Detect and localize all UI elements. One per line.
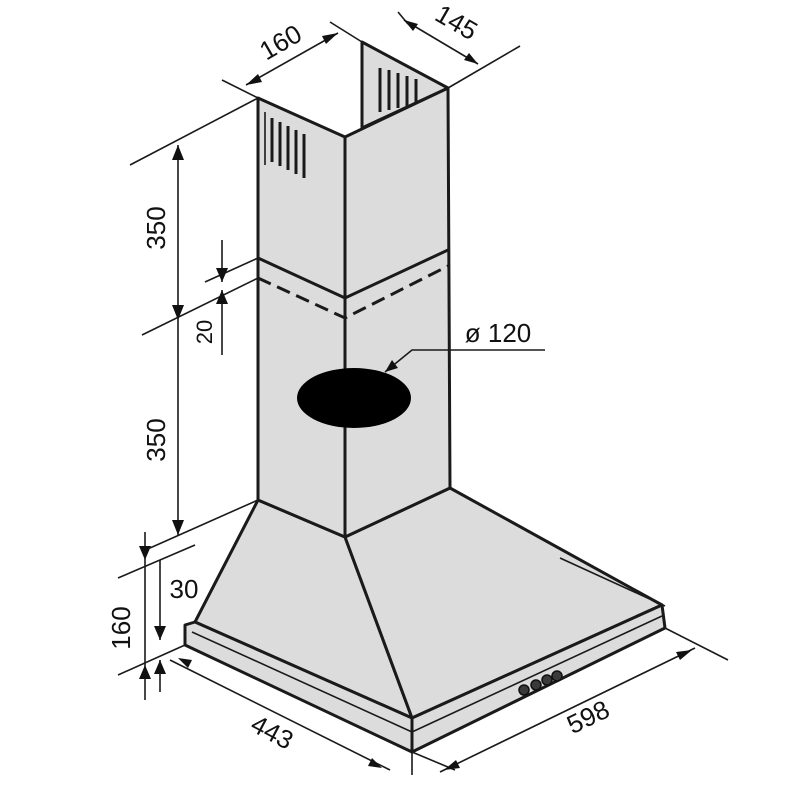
chimney-joint-dashed	[257, 264, 449, 320]
dim-hood-height: 160	[106, 606, 136, 649]
button-1	[518, 684, 530, 696]
dim-hood-width: 598	[562, 694, 614, 740]
rim-line-left	[191, 631, 413, 733]
control-buttons	[518, 670, 563, 696]
canopy-top-edge	[559, 557, 666, 607]
button-3	[541, 674, 553, 686]
dim-hood-depth: 443	[246, 709, 298, 756]
rim-line-right	[411, 615, 663, 733]
vent-slots-front	[270, 118, 306, 178]
dim-overlap: 20	[192, 320, 217, 344]
chimney-left-face	[256, 96, 347, 539]
air-outlet	[297, 368, 411, 428]
canopy	[183, 486, 667, 754]
dim-outlet-diameter: ø 120	[465, 318, 532, 348]
button-4	[551, 670, 563, 682]
chimney-joint-solid	[257, 248, 449, 300]
vent-slots-back	[378, 68, 418, 112]
dim-rim-height: 30	[170, 574, 199, 604]
chimney-right-face	[343, 86, 452, 539]
dim-upper-chimney-height: 350	[141, 206, 171, 249]
chimney-back-panel	[360, 40, 450, 130]
dim-chimney-width: 145	[430, 0, 483, 46]
button-2	[530, 679, 542, 691]
chimney	[256, 40, 452, 539]
dim-lower-chimney-height: 350	[141, 418, 171, 461]
dim-chimney-depth: 160	[254, 18, 307, 66]
dimension-lines	[117, 11, 729, 775]
